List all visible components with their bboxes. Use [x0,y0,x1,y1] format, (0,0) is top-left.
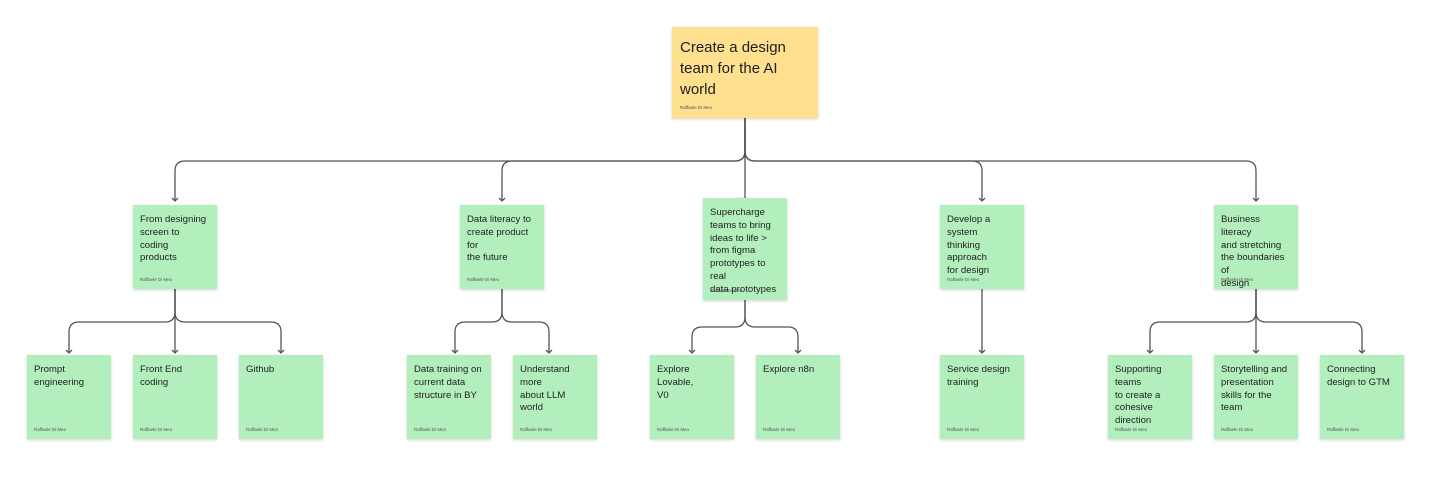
connector-coding-0 [65,289,176,354]
note-author: Raffaele Di Meo [246,427,279,432]
connector-root-4 [744,118,1260,202]
connector-root-3 [744,118,986,202]
note-text: Connecting design to GTM [1327,364,1390,388]
connector-data-1 [501,289,553,354]
connector-supercharge-1 [744,300,802,354]
root-sticky-note[interactable]: Create a design team for the AI world Ra… [672,27,818,118]
note-author: Raffaele Di Meo [710,288,743,293]
note-text: Service design training [947,364,1010,388]
leaf-note-supporting-teams[interactable]: Supporting teams to create a cohesive di… [1108,355,1192,439]
note-author: Raffaele Di Meo [763,427,796,432]
leaf-note-llm-world[interactable]: Understand more about LLM world Raffaele… [513,355,597,439]
note-author: Raffaele Di Meo [140,427,173,432]
leaf-note-connecting-gtm[interactable]: Connecting design to GTM Raffaele Di Meo [1320,355,1404,439]
note-author: Raffaele Di Meo [414,427,447,432]
note-author: Raffaele Di Meo [34,427,67,432]
leaf-note-explore-lovable[interactable]: Explore Lovable, V0 Raffaele Di Meo [650,355,734,439]
note-text: Data literacy to create product for the … [467,214,531,264]
note-text: Front End coding [140,364,183,388]
leaf-note-github[interactable]: Github Raffaele Di Meo [239,355,323,439]
note-author: Raffaele Di Meo [140,277,173,282]
note-text: Develop a system thinking approach for d… [947,214,991,277]
note-text: Understand more about LLM world [520,364,570,414]
note-text: Business literacy and stretching the bou… [1221,214,1285,289]
note-text: Prompt engineering [34,364,85,388]
note-author: Raffaele Di Meo [520,427,553,432]
connector-root-0 [171,118,746,202]
note-text: Data training on current data structure … [414,364,482,401]
leaf-note-storytelling[interactable]: Storytelling and presentation skills for… [1214,355,1298,439]
leaf-note-service-design[interactable]: Service design training Raffaele Di Meo [940,355,1024,439]
leaf-note-explore-n8n[interactable]: Explore n8n Raffaele Di Meo [756,355,840,439]
connector-supercharge-0 [688,300,746,354]
note-text: From designing screen to coding products [140,214,207,264]
connector-coding-2 [174,289,285,354]
note-author: Raffaele Di Meo [1221,427,1254,432]
connector-business-2 [1255,289,1366,354]
leaf-note-prompt-engineering[interactable]: Prompt engineering Raffaele Di Meo [27,355,111,439]
note-text: Explore Lovable, V0 [657,364,694,401]
note-author: Raffaele Di Meo [467,277,500,282]
connector-business-0 [1146,289,1257,354]
note-author: Raffaele Di Meo [947,277,980,282]
note-text: Supporting teams to create a cohesive di… [1115,364,1162,427]
note-text: Supercharge teams to bring ideas to life… [710,207,777,295]
branch-note-system-thinking[interactable]: Develop a system thinking approach for d… [940,205,1024,289]
branch-note-coding[interactable]: From designing screen to coding products… [133,205,217,289]
branch-note-business-literacy[interactable]: Business literacy and stretching the bou… [1214,205,1298,289]
connector-root-1 [498,118,746,202]
leaf-note-front-end-coding[interactable]: Front End coding Raffaele Di Meo [133,355,217,439]
note-author: Raffaele Di Meo [1327,427,1360,432]
note-text: Storytelling and presentation skills for… [1221,364,1288,414]
branch-note-data-literacy[interactable]: Data literacy to create product for the … [460,205,544,289]
note-text: Explore n8n [763,364,815,375]
connector-data-0 [451,289,503,354]
branch-note-supercharge-teams[interactable]: Supercharge teams to bring ideas to life… [703,198,787,300]
root-note-text: Create a design team for the AI world [680,39,786,98]
note-author: Raffaele Di Meo [1115,427,1148,432]
root-note-author: Raffaele Di Meo [680,105,713,110]
leaf-note-data-training[interactable]: Data training on current data structure … [407,355,491,439]
note-author: Raffaele Di Meo [1221,277,1254,282]
note-author: Raffaele Di Meo [657,427,690,432]
note-author: Raffaele Di Meo [947,427,980,432]
note-text: Github [246,364,275,375]
